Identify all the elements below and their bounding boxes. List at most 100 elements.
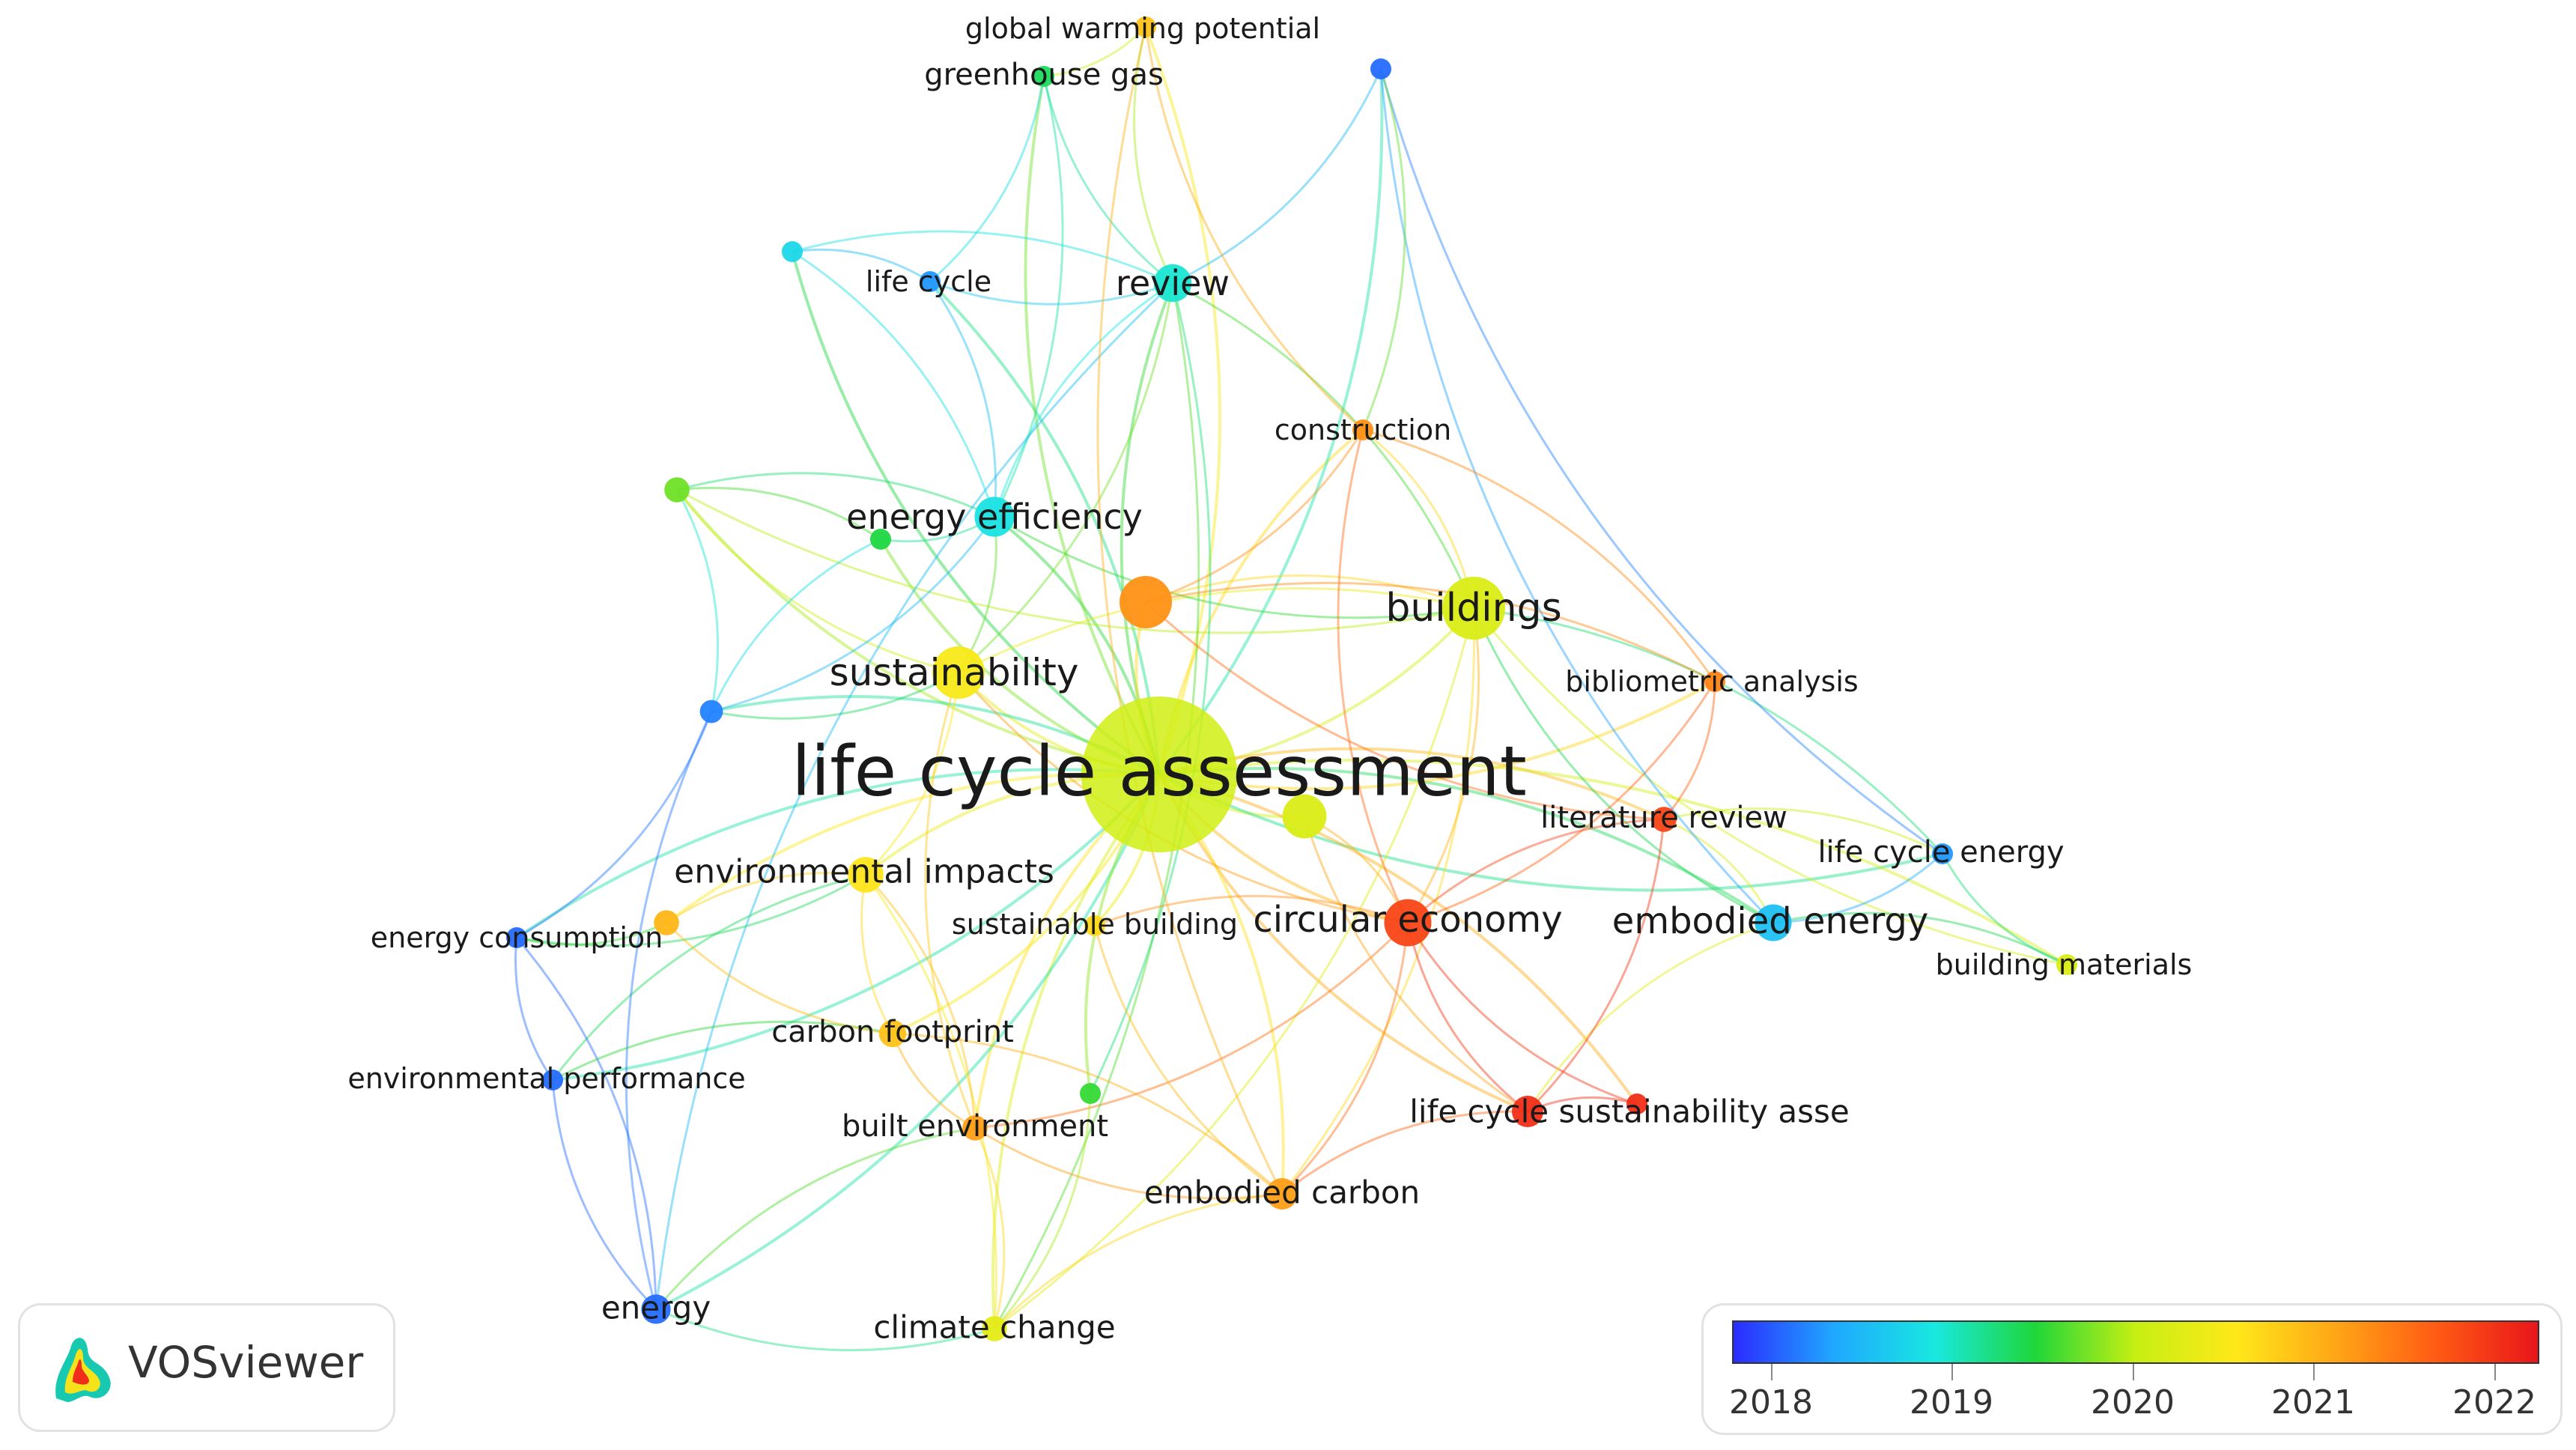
node-building_mat[interactable] bbox=[2056, 954, 2077, 975]
link-env_impacts-energy_cons bbox=[516, 873, 866, 947]
node-teal_left[interactable] bbox=[664, 477, 690, 503]
node-embodied_carbon[interactable] bbox=[1266, 1178, 1298, 1210]
link-ghg-life_cycle bbox=[929, 76, 1045, 283]
node-buildings[interactable] bbox=[1442, 577, 1505, 640]
link-embodied_energy-literature_review bbox=[1663, 818, 1775, 923]
node-unlabeled_orange[interactable] bbox=[1120, 576, 1172, 628]
node-circular[interactable] bbox=[1384, 899, 1432, 947]
link-buildings-circular bbox=[1406, 607, 1480, 923]
node-label-carbon_fp: carbon footprint bbox=[771, 1015, 1014, 1049]
link-sustainability-teal_left bbox=[675, 489, 959, 674]
node-label-embodied_carbon: embodied carbon bbox=[1144, 1174, 1420, 1211]
link-blue_topleft-energy_eff bbox=[792, 250, 996, 518]
link-energy-climate_change bbox=[655, 1308, 995, 1352]
node-label-sustainability: sustainability bbox=[830, 651, 1079, 694]
link-sustainability-review bbox=[958, 282, 1174, 674]
link-env_impacts-carbon_fp bbox=[860, 874, 894, 1034]
link-lcsa-literature_review bbox=[1526, 819, 1665, 1113]
link-lca-climate_change bbox=[991, 773, 1161, 1329]
link-climate_change-embodied_carbon bbox=[993, 1192, 1283, 1330]
node-sustainability[interactable] bbox=[932, 646, 985, 699]
link-circular-embodied_carbon bbox=[1281, 922, 1409, 1195]
node-label-lca: life cycle assessment bbox=[792, 732, 1527, 812]
link-energy-built_env bbox=[654, 1126, 976, 1310]
link-cyan_bottom-review bbox=[1089, 282, 1212, 1094]
link-review-gwp bbox=[1133, 26, 1174, 284]
node-life_cycle[interactable] bbox=[920, 271, 941, 292]
node-label-env_perf: environmental performance bbox=[347, 1062, 745, 1095]
link-review-life_cycle bbox=[929, 280, 1173, 306]
node-review[interactable] bbox=[1153, 264, 1192, 303]
link-review-energy bbox=[654, 282, 1174, 1310]
node-label-buildings: buildings bbox=[1385, 586, 1561, 631]
link-buildings-building_mat bbox=[1472, 607, 2068, 966]
link-circular-lcsa bbox=[1406, 922, 1528, 1113]
link-gwp-embodied_carbon bbox=[1096, 26, 1284, 1195]
link-lce-purple_topright bbox=[1379, 68, 1943, 855]
node-label-energy_cons: energy consumption bbox=[371, 921, 663, 954]
node-construction[interactable] bbox=[1352, 419, 1373, 440]
link-lca-life_cycle bbox=[929, 280, 1161, 775]
node-env_impacts[interactable] bbox=[848, 857, 884, 893]
legend-year-label: 2020 bbox=[2091, 1383, 2175, 1422]
link-buildings-lce bbox=[1473, 607, 1944, 855]
legend-gradient-bar bbox=[1732, 1320, 2539, 1364]
node-gwp[interactable] bbox=[1135, 16, 1156, 37]
link-sustainability-built_env bbox=[924, 672, 976, 1129]
node-energy[interactable] bbox=[641, 1294, 671, 1324]
node-lca[interactable] bbox=[1081, 697, 1237, 852]
link-sustainability-purple_left bbox=[711, 671, 959, 720]
node-purple_left[interactable] bbox=[699, 700, 723, 724]
node-embodied_energy[interactable] bbox=[1755, 904, 1792, 941]
legend-year-label: 2019 bbox=[1910, 1383, 1993, 1422]
node-label-review: review bbox=[1116, 263, 1230, 303]
node-purple_topright[interactable] bbox=[1370, 58, 1391, 79]
node-label-lce: life cycle energy bbox=[1817, 835, 2064, 870]
node-lce[interactable] bbox=[1932, 843, 1953, 864]
node-cyan_small[interactable] bbox=[870, 529, 891, 550]
node-label-energy_eff: energy efficiency bbox=[846, 497, 1143, 537]
link-embodied_carbon-lcsa bbox=[1281, 1110, 1528, 1195]
node-env_perf[interactable] bbox=[542, 1070, 563, 1090]
node-sustainable_building[interactable] bbox=[1084, 915, 1105, 936]
link-lca-red_small bbox=[1158, 773, 1638, 1105]
link-review-purple_topright bbox=[1172, 68, 1382, 285]
link-carbon_fp-built_env bbox=[891, 1033, 976, 1129]
link-purple_left-energy_cons bbox=[516, 711, 713, 939]
link-sustainable_building-embodied_carbon bbox=[1093, 925, 1283, 1195]
link-lca-ghg bbox=[1024, 76, 1161, 775]
node-built_env[interactable] bbox=[962, 1115, 988, 1141]
node-cyan_bottom[interactable] bbox=[1080, 1083, 1101, 1104]
node-ghg[interactable] bbox=[1033, 66, 1054, 87]
node-red_small[interactable] bbox=[1626, 1093, 1647, 1114]
node-energy_cons[interactable] bbox=[506, 927, 527, 948]
link-lca-gwp bbox=[1144, 26, 1222, 775]
link-unlabeled_orange-biblio bbox=[1145, 581, 1716, 683]
node-climate_change[interactable] bbox=[982, 1316, 1007, 1341]
legend-tick-2019 bbox=[1951, 1364, 1953, 1380]
node-label-construction: construction bbox=[1275, 413, 1451, 446]
node-blue_topleft[interactable] bbox=[782, 241, 803, 262]
link-env_perf-carbon_fp bbox=[552, 1020, 893, 1082]
node-biblio[interactable] bbox=[1704, 671, 1725, 692]
node-lcsa[interactable] bbox=[1512, 1096, 1543, 1127]
node-label-life_cycle: life cycle bbox=[866, 265, 991, 298]
link-env_impacts-env_perf bbox=[551, 873, 866, 1081]
node-label-env_impacts: environmental impacts bbox=[674, 853, 1054, 891]
node-literature_review[interactable] bbox=[1651, 807, 1677, 832]
node-label-sustainable_building: sustainable building bbox=[952, 908, 1238, 941]
node-energy_eff[interactable] bbox=[974, 497, 1015, 537]
node-carbon_fp[interactable] bbox=[878, 1019, 907, 1048]
link-env_perf-energy bbox=[551, 1079, 657, 1311]
link-lca-teal_left bbox=[675, 488, 1160, 776]
node-label-biblio: bibliometric analysis bbox=[1565, 665, 1858, 698]
node-unlabeled_green[interactable] bbox=[1282, 794, 1327, 839]
node-label-energy: energy bbox=[601, 1290, 711, 1326]
link-embodied_energy-lcsa bbox=[1526, 921, 1774, 1112]
link-circular-construction bbox=[1337, 429, 1409, 923]
link-embodied_energy-lce bbox=[1772, 852, 1944, 924]
node-label-embodied_energy: embodied energy bbox=[1612, 900, 1928, 942]
link-embodied_energy-building_mat bbox=[1772, 911, 2068, 966]
node-yellow_left[interactable] bbox=[654, 910, 679, 935]
link-purple_left-teal_left bbox=[675, 489, 720, 712]
